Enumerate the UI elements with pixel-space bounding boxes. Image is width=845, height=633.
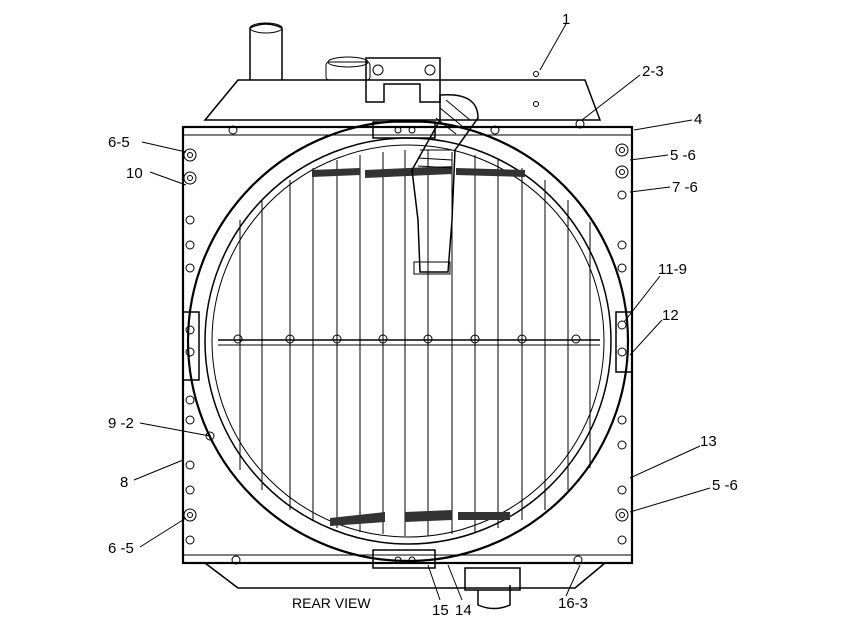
callout-4: 4	[694, 111, 702, 128]
callout-5-6-bottom: 5 -6	[712, 477, 738, 494]
callout-labels: 1 2-3 4 6-5 5 -6 10 7 -6 11-9 12 9 -2 13…	[108, 11, 738, 619]
callout-5-6-top: 5 -6	[670, 147, 696, 164]
callout-1: 1	[562, 11, 570, 28]
callout-2-3: 2-3	[642, 63, 664, 80]
callout-10: 10	[126, 165, 143, 182]
callout-13: 13	[700, 433, 717, 450]
callout-9-2: 9 -2	[108, 415, 134, 432]
callout-11-9: 11-9	[658, 261, 687, 278]
bottom-outlet	[464, 567, 521, 610]
callout-6-5-bottom: 6 -5	[108, 540, 134, 557]
callout-16-3: 16-3	[558, 595, 588, 612]
callout-6-5-top: 6-5	[108, 134, 130, 151]
callout-15: 15	[432, 602, 449, 619]
radiator-core	[218, 150, 600, 536]
callout-14: 14	[455, 602, 472, 619]
callout-7-6: 7 -6	[672, 179, 698, 196]
fan-ring	[186, 119, 630, 563]
callout-8: 8	[120, 474, 128, 491]
diagram-caption: REAR VIEW	[292, 595, 371, 611]
frame-fasteners	[183, 125, 629, 565]
leader-lines	[133, 23, 711, 601]
top-tank	[203, 22, 602, 129]
upper-hose	[411, 93, 479, 275]
ring-mount-plates	[182, 121, 633, 569]
callout-12: 12	[662, 307, 679, 324]
